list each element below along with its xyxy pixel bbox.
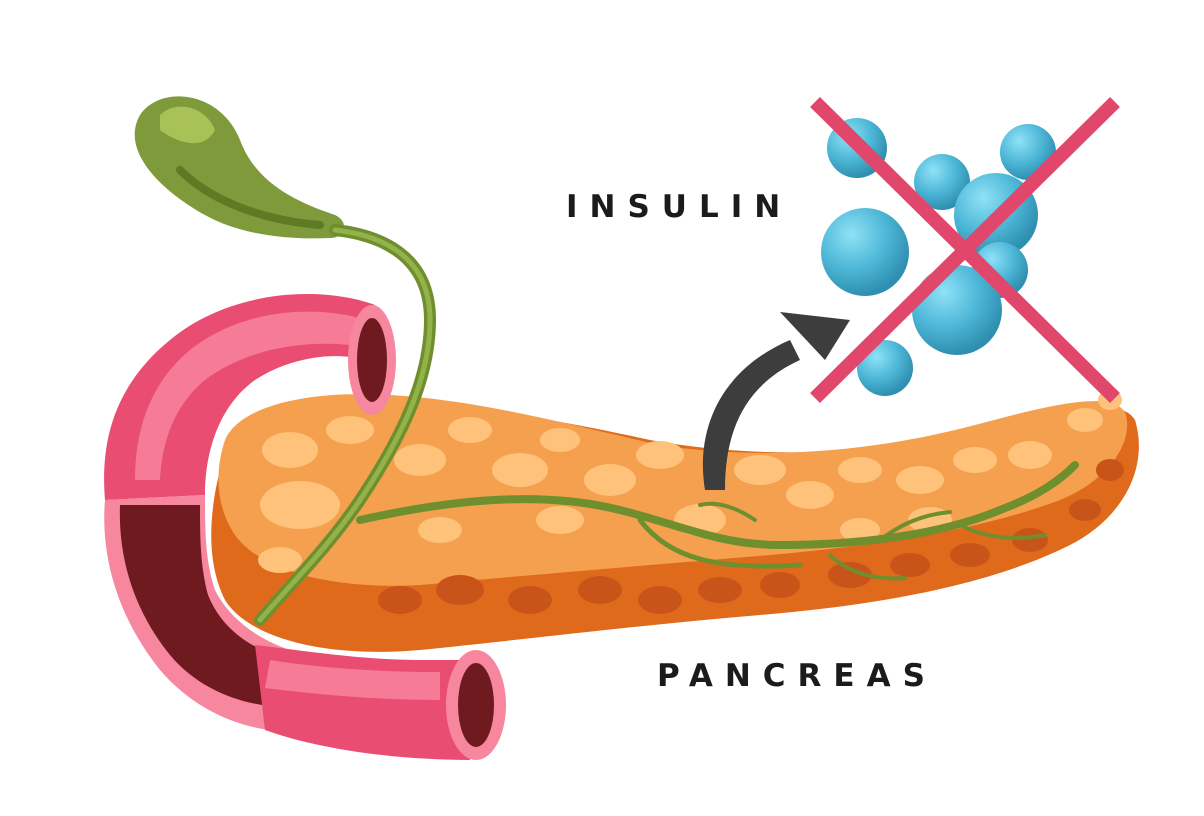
pancreas-lower-lobules [378,459,1124,614]
insulin-label: INSULIN [566,189,793,225]
gallbladder-icon [134,96,345,239]
duodenum-icon [104,294,506,760]
pancreas-label: PANCREAS [657,658,937,694]
duct-icon [254,224,1079,626]
cross-mark-icon [810,97,1120,403]
pancreas-lobules [258,390,1122,573]
curved-arrow-icon [702,312,850,490]
